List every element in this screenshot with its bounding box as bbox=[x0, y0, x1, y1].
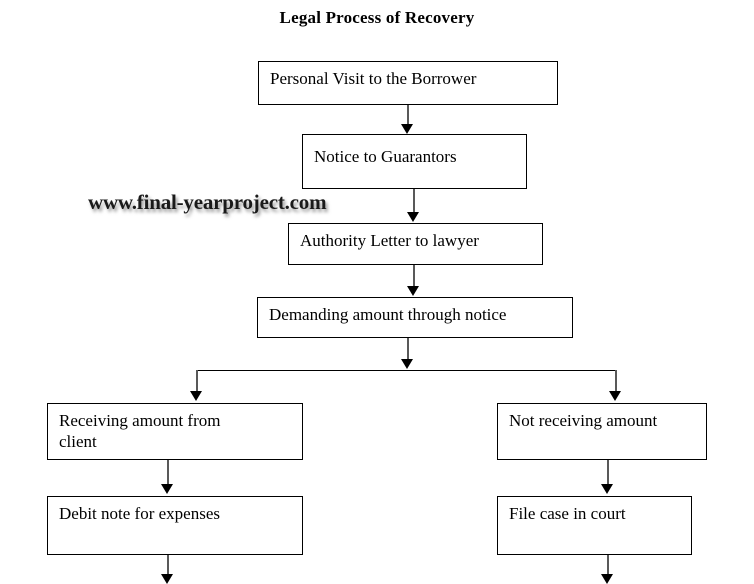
arrowhead-split-n5 bbox=[190, 391, 202, 401]
arrowhead-n3-n4 bbox=[407, 286, 419, 296]
connector-n2-n3 bbox=[413, 189, 415, 214]
arrowhead-n5-n7 bbox=[161, 484, 173, 494]
arrowhead-split-n6 bbox=[609, 391, 621, 401]
arrowhead-n8-offscreen bbox=[601, 574, 613, 584]
node-debit-note-for-expenses[interactable]: Debit note for expenses bbox=[47, 496, 303, 555]
connector-n5-n7 bbox=[167, 460, 169, 486]
connector-n3-n4 bbox=[413, 265, 415, 288]
node-file-case-in-court[interactable]: File case in court bbox=[497, 496, 692, 555]
connector-n6-n8 bbox=[607, 460, 609, 486]
arrowhead-n2-n3 bbox=[407, 212, 419, 222]
watermark: www.final-yearproject.com bbox=[88, 190, 327, 214]
arrowhead-n1-n2 bbox=[401, 124, 413, 134]
connector-n7-offscreen bbox=[167, 555, 169, 577]
node-demanding-amount-through-notice[interactable]: Demanding amount through notice bbox=[257, 297, 573, 338]
connector-n4-split bbox=[407, 338, 409, 360]
page-title: Legal Process of Recovery bbox=[279, 8, 475, 27]
connector-split-n6 bbox=[615, 370, 617, 393]
node-personal-visit-to-the-borrower[interactable]: Personal Visit to the Borrower bbox=[258, 61, 558, 105]
split-bar bbox=[197, 370, 617, 371]
arrowhead-n6-n8 bbox=[601, 484, 613, 494]
node-notice-to-guarantors[interactable]: Notice to Guarantors bbox=[302, 134, 527, 189]
node-authority-letter-to-lawyer[interactable]: Authority Letter to lawyer bbox=[288, 223, 543, 265]
node-not-receiving-amount[interactable]: Not receiving amount bbox=[497, 403, 707, 460]
arrowhead-n7-offscreen bbox=[161, 574, 173, 584]
connector-split-n5 bbox=[196, 370, 198, 393]
connector-n8-offscreen bbox=[607, 555, 609, 577]
arrowhead-n4-split bbox=[401, 359, 413, 369]
connector-n1-n2 bbox=[407, 105, 409, 126]
node-receiving-amount-from-client[interactable]: Receiving amount from client bbox=[47, 403, 303, 460]
